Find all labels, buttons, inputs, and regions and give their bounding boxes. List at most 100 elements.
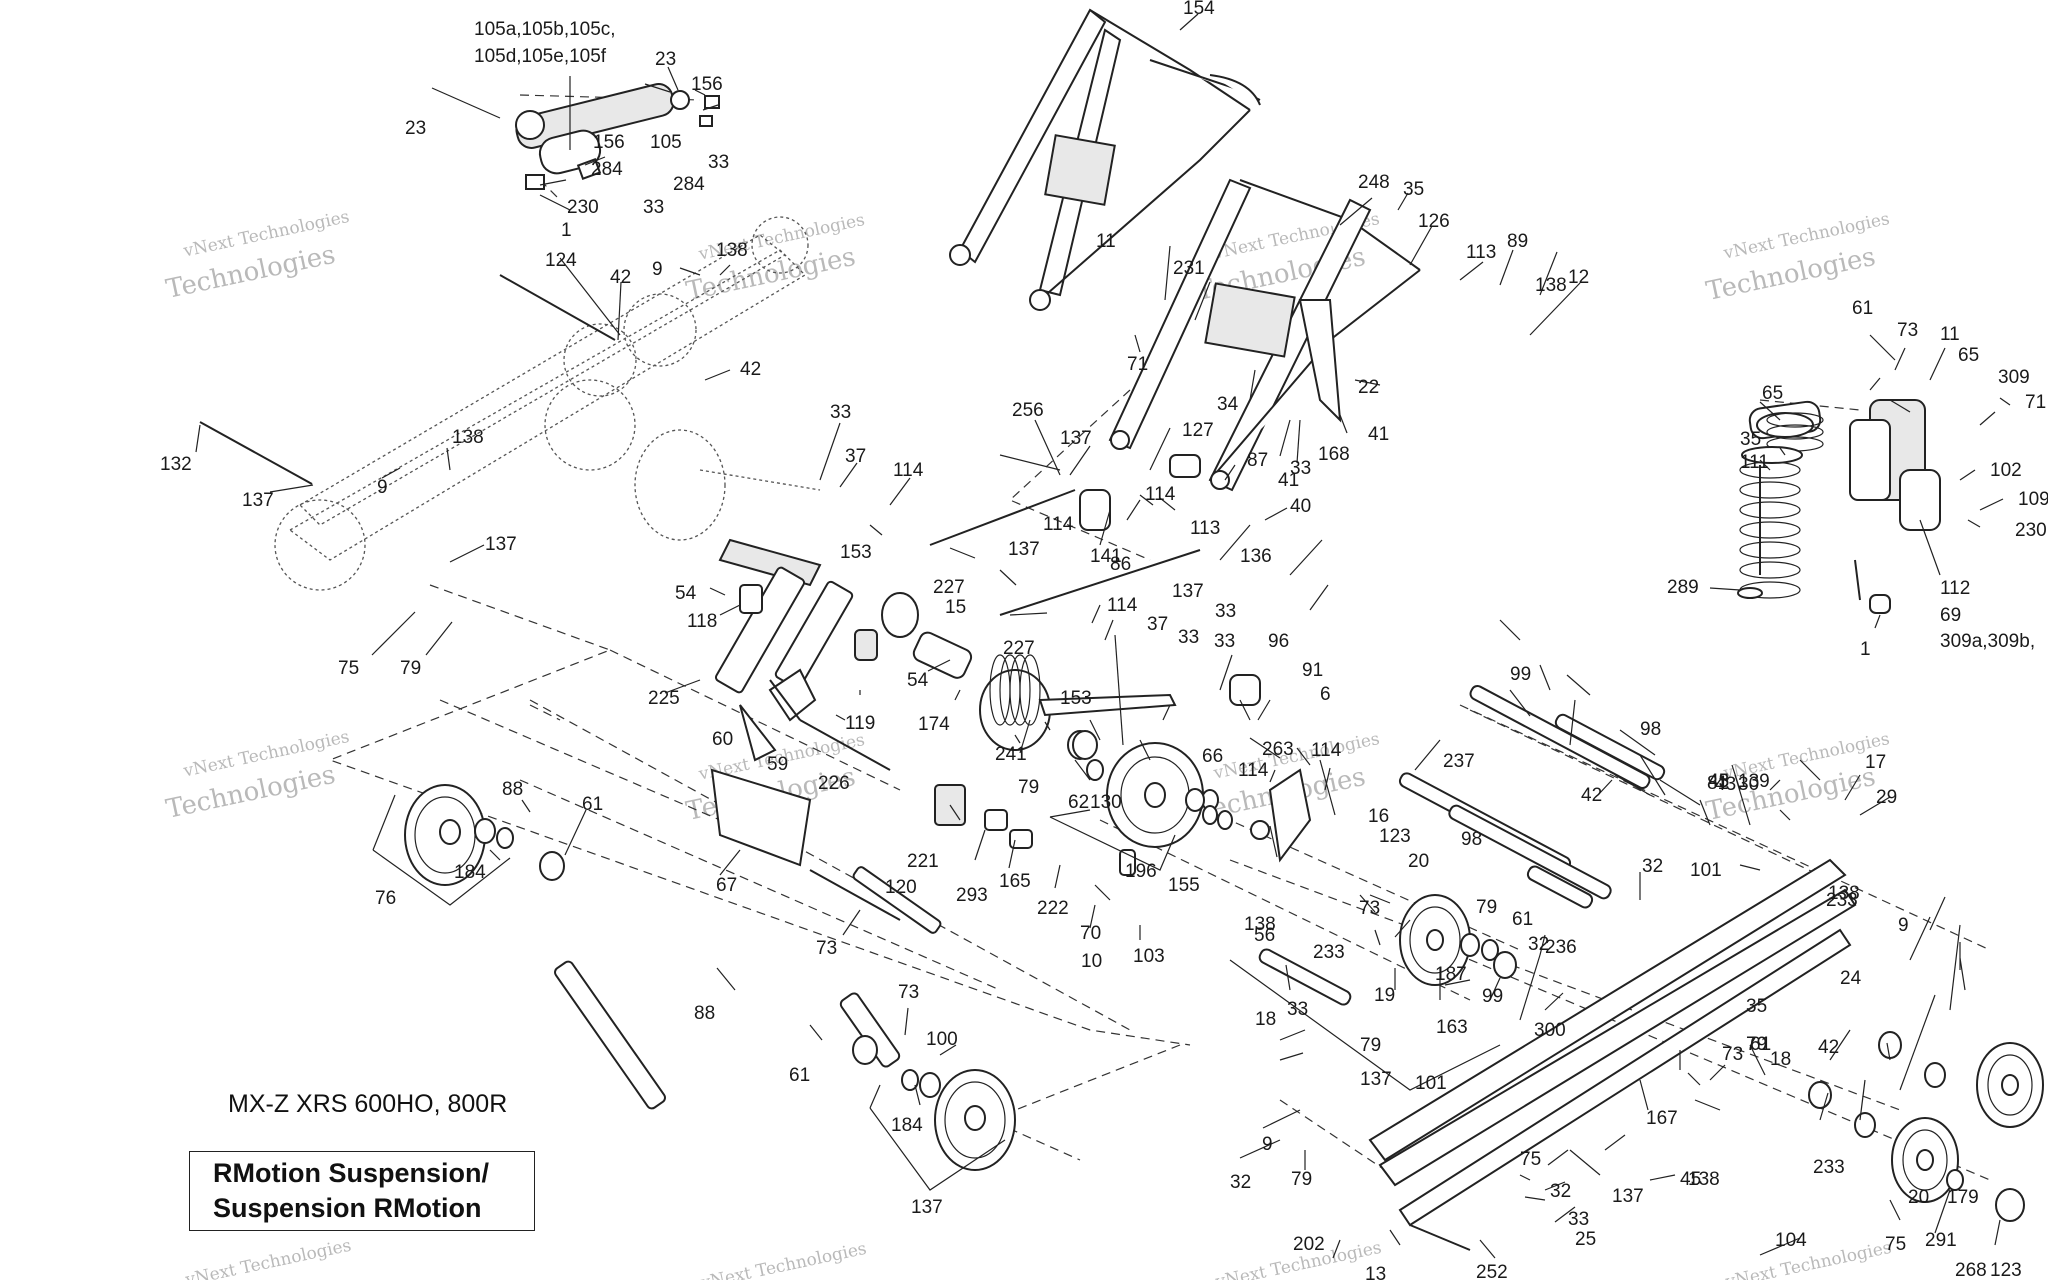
callout-label: 18: [1255, 1009, 1276, 1030]
callout-label: 101: [1690, 860, 1722, 881]
callout-label: 137: [911, 1197, 943, 1218]
callout-label: 33: [708, 152, 729, 173]
callout-label: 43: [1708, 771, 1729, 792]
watermark-text: vNext Technologies: [1723, 1238, 1893, 1280]
callout-label: 221: [907, 851, 939, 872]
callout-label: 43: [1715, 774, 1736, 795]
callout-label: 32: [1642, 856, 1663, 877]
wheel: [852, 1035, 1016, 1171]
callout-label: 123: [1990, 1260, 2022, 1280]
callout-label: 252: [1476, 1262, 1508, 1280]
callout-label: 163: [1436, 1017, 1468, 1038]
callout-label: 241: [995, 744, 1027, 765]
callout-label: 225: [648, 688, 680, 709]
callout-label: 42: [1818, 1037, 1839, 1058]
callout-label: 138: [1535, 275, 1567, 296]
callout-label: 73: [816, 938, 837, 959]
callout-label: 230: [2015, 520, 2047, 541]
callout-label: 61: [1750, 1034, 1771, 1055]
callout-label: 6: [1320, 684, 1331, 705]
callout-label: 33: [1290, 458, 1311, 479]
callout-label: 256: [1012, 400, 1044, 421]
callout-label: 114: [1043, 514, 1074, 535]
callout-label: 102: [1990, 460, 2022, 481]
callout-label: 18: [1770, 1049, 1791, 1070]
callout-label: 75: [1520, 1149, 1541, 1170]
callout-label: 137: [485, 534, 517, 555]
callout-label: 23: [405, 118, 426, 139]
callout-label: 101: [1415, 1073, 1447, 1094]
callout-label: 9: [377, 477, 388, 498]
callout-label: 22: [1358, 377, 1379, 398]
wheel: [404, 784, 565, 886]
callout-label: 15: [945, 597, 966, 618]
callout-label: 79: [1476, 897, 1497, 918]
callout-label: 248: [1358, 172, 1390, 193]
callout-label: 136: [1240, 546, 1272, 567]
callout-label: 42: [610, 267, 631, 288]
callout-label: 284: [673, 174, 705, 195]
callout-label: 165: [999, 871, 1031, 892]
callout-label: 61: [582, 794, 603, 815]
callout-label: 113: [1466, 242, 1496, 263]
callout-label: 237: [1443, 751, 1475, 772]
callout-label: 300: [1534, 1020, 1566, 1041]
watermark-text: vNext Technologies: [698, 1239, 868, 1280]
callout-label: 91: [1302, 660, 1323, 681]
callout-label: 61: [789, 1065, 810, 1086]
wheel: [1808, 1031, 2044, 1128]
callout-label: 109: [2018, 489, 2048, 510]
callout-label: 79: [400, 658, 421, 679]
callout-label: 86: [1110, 554, 1131, 575]
callout-label: 138: [1244, 914, 1276, 935]
callout-label: 42: [740, 359, 761, 380]
callout-label: 138: [1828, 883, 1860, 904]
callout-label: 138: [716, 240, 748, 261]
callout-label: 105a,105b,105c,: [474, 19, 616, 40]
callout-label: 40: [1290, 496, 1311, 517]
callout-label: 99: [1510, 664, 1531, 685]
callout-label: 1: [561, 220, 572, 241]
callout-label: 20: [1408, 851, 1429, 872]
callout-label: 105: [650, 132, 682, 153]
callout-label: 17: [1865, 752, 1886, 773]
callout-label: 137: [1360, 1069, 1392, 1090]
callout-label: 100: [926, 1029, 958, 1050]
callout-label: 167: [1646, 1108, 1678, 1129]
callout-label: 9: [652, 259, 663, 280]
callout-label: 54: [907, 670, 929, 691]
callout-label: 33: [1178, 627, 1199, 648]
callout-label: 79: [1746, 1034, 1767, 1055]
callout-label: 233: [1826, 890, 1858, 911]
callout-label: 153: [840, 542, 872, 563]
callout-label: 69: [1940, 605, 1961, 626]
callout-label: 88: [502, 779, 523, 800]
callout-label: 227: [1003, 638, 1035, 659]
callout-label: 56: [1254, 925, 1275, 946]
callout-label: 32: [1528, 934, 1549, 955]
callout-label: 24: [1840, 968, 1862, 989]
callout-label: 120: [885, 877, 917, 898]
callout-label: 226: [818, 773, 850, 794]
callout-label: 139: [1738, 771, 1770, 792]
callout-label: 87: [1247, 450, 1268, 471]
callout-label: 25: [1575, 1229, 1596, 1250]
callout-label: 67: [716, 875, 737, 896]
front-shock-assembly: [1737, 399, 1941, 614]
callout-label: 37: [1147, 614, 1168, 635]
callout-label: 154: [1183, 0, 1215, 19]
callout-label: 196: [1125, 861, 1157, 882]
diagram-title-box: RMotion Suspension/ Suspension RMotion: [189, 1151, 535, 1231]
callout-label: 179: [1947, 1187, 1979, 1208]
callout-label: 118: [687, 611, 717, 632]
callout-label: 65: [1762, 383, 1783, 404]
callout-label: 11: [1096, 231, 1116, 252]
callout-label: 156: [691, 74, 723, 95]
callout-label: 71: [1127, 354, 1148, 375]
callout-label: 202: [1293, 1234, 1325, 1255]
callout-label: 137: [242, 490, 274, 511]
callout-label: 10: [1081, 951, 1102, 972]
callout-label: 137: [1612, 1186, 1644, 1207]
callout-label: 65: [1958, 345, 1979, 366]
callout-label: 79: [1018, 777, 1039, 798]
